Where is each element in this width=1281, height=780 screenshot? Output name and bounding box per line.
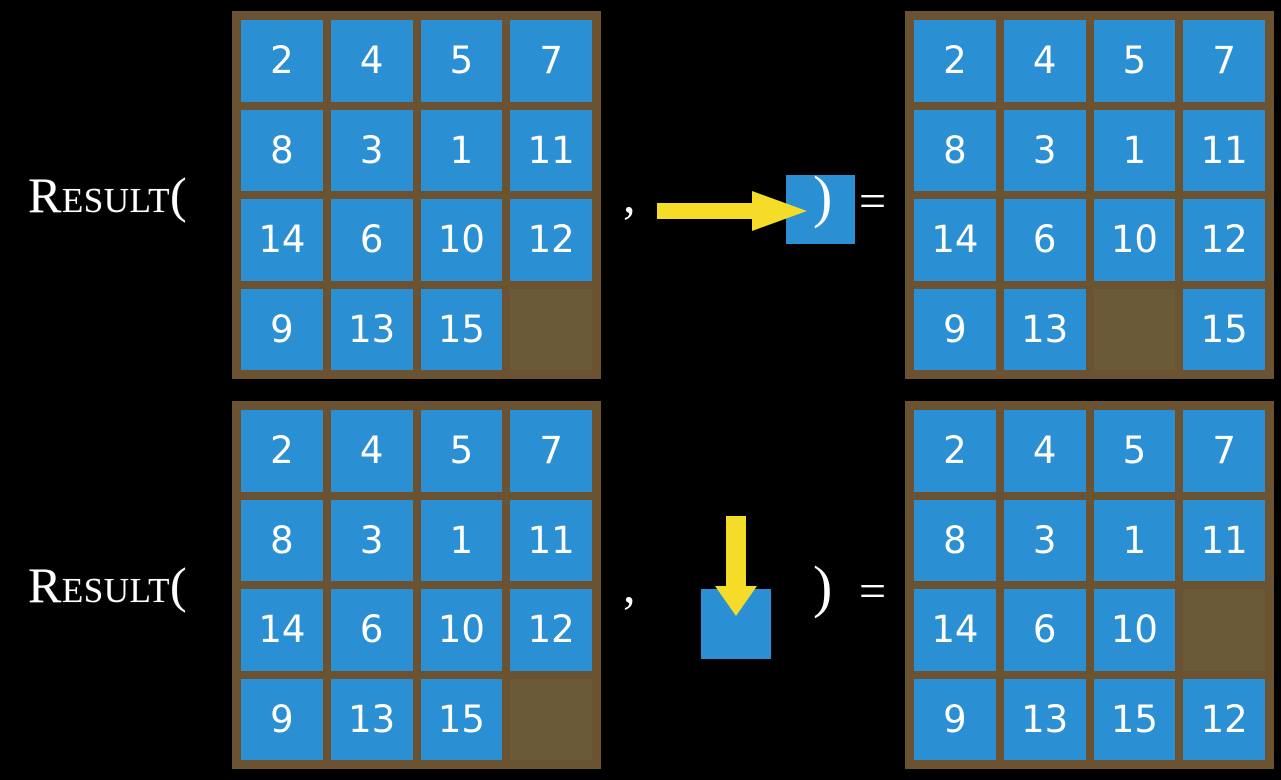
comma-separator: , [623,557,636,613]
puzzle-tile[interactable]: 9 [241,288,323,370]
puzzle-tile[interactable]: 13 [1003,678,1086,760]
puzzle-tile[interactable]: 13 [1003,288,1086,370]
puzzle-tile[interactable]: 15 [1093,678,1176,760]
puzzle-tile[interactable]: 1 [420,499,503,581]
puzzle-tile[interactable]: 8 [914,499,996,581]
operator-area: , ) = [601,390,905,780]
arrow-right-icon [657,191,807,231]
puzzle-tile[interactable]: 11 [510,109,592,191]
puzzle-tile[interactable]: 4 [330,20,413,102]
puzzle-tile[interactable]: 12 [510,589,592,671]
puzzle-tile[interactable]: 12 [510,199,592,281]
puzzle-tile[interactable]: 5 [420,20,503,102]
puzzle-blank-cell [510,288,592,370]
puzzle-tile[interactable]: 5 [420,410,503,492]
puzzle-tile[interactable]: 14 [241,589,323,671]
puzzle-tile[interactable]: 11 [1183,499,1265,581]
puzzle-tile[interactable]: 13 [330,678,413,760]
operator-area: , ) = [601,0,905,390]
puzzle-tile[interactable]: 10 [420,199,503,281]
puzzle-tile[interactable]: 6 [1003,589,1086,671]
puzzle-tile[interactable]: 5 [1093,20,1176,102]
puzzle-tile[interactable]: 3 [1003,109,1086,191]
result-function-label: Result( [28,167,188,223]
puzzle-tile[interactable]: 7 [1183,410,1265,492]
puzzle-tile[interactable]: 13 [330,288,413,370]
puzzle-tile[interactable]: 1 [1093,109,1176,191]
puzzle-tile[interactable]: 7 [510,20,592,102]
puzzle-blank-cell [1183,589,1265,671]
puzzle-tile[interactable]: 15 [1183,288,1265,370]
puzzle-tile[interactable]: 1 [420,109,503,191]
puzzle-tile[interactable]: 9 [241,678,323,760]
puzzle-tile[interactable]: 2 [914,410,996,492]
puzzle-tile[interactable]: 10 [420,589,503,671]
puzzle-tile[interactable]: 5 [1093,410,1176,492]
puzzle-tile[interactable]: 4 [1003,410,1086,492]
puzzle-tile[interactable]: 14 [914,199,996,281]
puzzle-blank-cell [510,678,592,760]
puzzle-tile[interactable]: 11 [1183,109,1265,191]
puzzle-tile[interactable]: 2 [241,410,323,492]
puzzle-blank-cell [1093,288,1176,370]
move-action-glyph [687,510,797,670]
close-paren: ) [813,554,833,619]
puzzle-tile[interactable]: 10 [1093,199,1176,281]
puzzle-tile[interactable]: 4 [1003,20,1086,102]
puzzle-tile[interactable]: 10 [1093,589,1176,671]
puzzle-tile[interactable]: 7 [510,410,592,492]
puzzle-tile[interactable]: 12 [1183,199,1265,281]
comma-separator: , [623,167,636,223]
puzzle-tile[interactable]: 6 [330,589,413,671]
puzzle-tile[interactable]: 8 [914,109,996,191]
puzzle-tile[interactable]: 3 [330,499,413,581]
puzzle-tile[interactable]: 6 [1003,199,1086,281]
puzzle-tile[interactable]: 2 [914,20,996,102]
puzzle-tile[interactable]: 14 [914,589,996,671]
puzzle-tile[interactable]: 11 [510,499,592,581]
equals-sign: = [859,175,887,228]
close-paren: ) [813,164,833,229]
puzzle-tile[interactable]: 2 [241,20,323,102]
puzzle-tile[interactable]: 15 [420,678,503,760]
puzzle-tile[interactable]: 9 [914,678,996,760]
puzzle-tile[interactable]: 8 [241,109,323,191]
puzzle-tile[interactable]: 3 [1003,499,1086,581]
move-action-glyph [657,175,857,245]
puzzle-tile[interactable]: 4 [330,410,413,492]
puzzle-tile[interactable]: 1 [1093,499,1176,581]
puzzle-tile[interactable]: 8 [241,499,323,581]
puzzle-tile[interactable]: 3 [330,109,413,191]
result-function-label: Result( [28,557,188,613]
puzzle-tile[interactable]: 9 [914,288,996,370]
puzzle-tile[interactable]: 6 [330,199,413,281]
arrow-down-icon [715,516,757,616]
puzzle-tile[interactable]: 14 [241,199,323,281]
puzzle-tile[interactable]: 12 [1183,678,1265,760]
equals-sign: = [859,565,887,618]
puzzle-tile[interactable]: 7 [1183,20,1265,102]
puzzle-tile[interactable]: 15 [420,288,503,370]
